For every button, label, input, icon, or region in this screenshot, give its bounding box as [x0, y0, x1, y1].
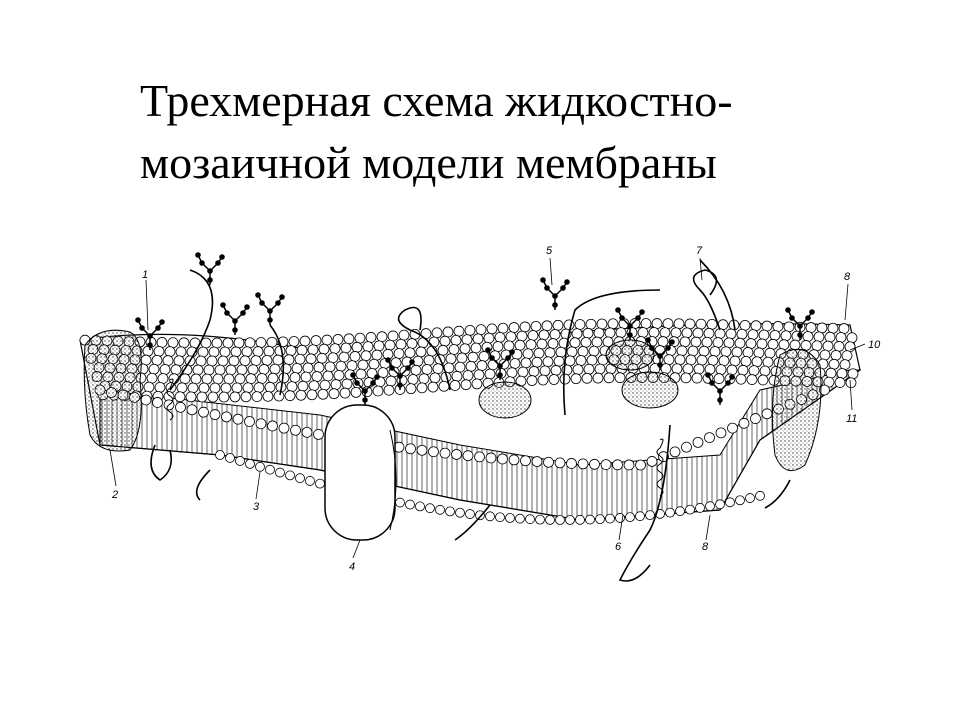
membrane-illustration: 1 2 3 4 5 6 7 8 8 10 11	[79, 245, 881, 582]
carbohydrate-chains	[135, 252, 815, 405]
leader-lines	[109, 257, 866, 559]
peripheral-proteins	[478, 339, 679, 419]
integral-protein-right	[771, 348, 822, 472]
slide-title: Трехмерная схема жидкостно- мозаичной мо…	[140, 70, 900, 194]
label-10: 10	[868, 339, 881, 351]
label-6: 6	[615, 541, 622, 553]
glycoprotein-chains	[150, 259, 791, 582]
label-3: 3	[253, 501, 260, 513]
label-1: 1	[142, 269, 148, 281]
label-7: 7	[696, 245, 703, 257]
membrane-diagram: 1 2 3 4 5 6 7 8 8 10 11	[60, 240, 900, 600]
diagram-labels: 1 2 3 4 5 6 7 8 8 10 11	[111, 245, 881, 573]
integral-protein-4	[324, 404, 397, 541]
label-8-bottom: 8	[702, 541, 709, 553]
label-11: 11	[846, 413, 857, 425]
integral-protein-2	[83, 329, 142, 452]
title-line-2: мозаичной модели мембраны	[140, 137, 717, 188]
label-4: 4	[349, 561, 355, 573]
helix-coils	[166, 378, 664, 497]
label-2: 2	[111, 489, 118, 501]
label-8-top: 8	[844, 271, 851, 283]
title-line-1: Трехмерная схема жидкостно-	[140, 75, 733, 126]
label-5: 5	[546, 245, 553, 257]
